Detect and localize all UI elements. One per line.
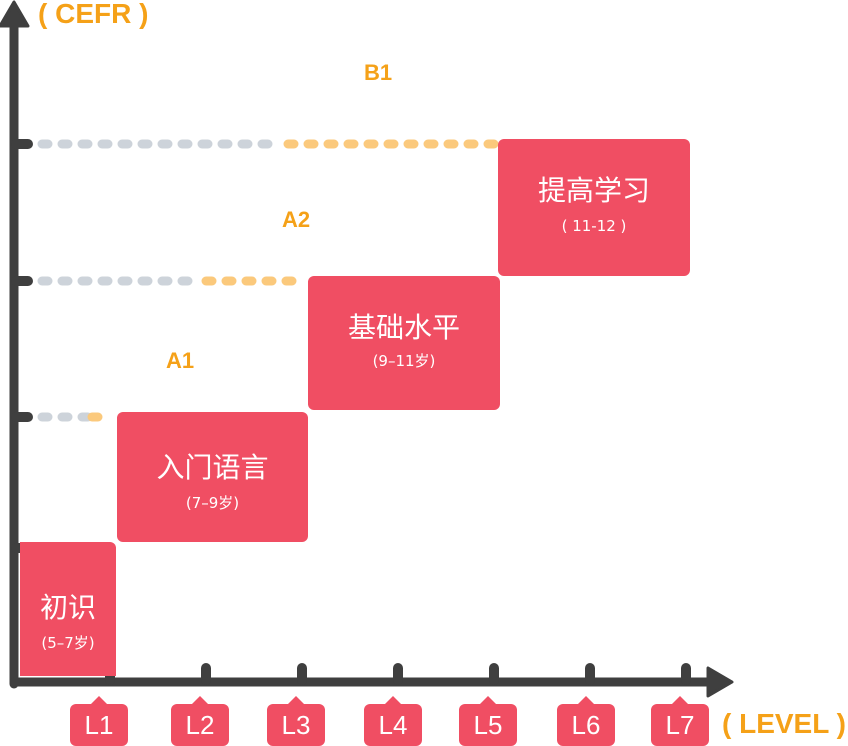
cefr-label-a1: A1 — [166, 348, 194, 373]
level-badge-l4: L4 — [364, 696, 422, 746]
level-badge-l3: L3 — [267, 696, 325, 746]
level-badge-l5: L5 — [459, 696, 517, 746]
level-badge-l6: L6 — [557, 696, 615, 746]
stage-card-1: 初识 (5–7岁) — [20, 542, 116, 676]
x-axis — [9, 663, 734, 698]
y-axis-title: ( CEFR ) — [38, 0, 149, 29]
stage-ages: (9–11岁) — [372, 352, 436, 370]
cefr-label-b1: B1 — [364, 60, 392, 85]
stage-ages: (5–7岁) — [41, 634, 95, 652]
stage-title: 基础水平 — [347, 311, 460, 344]
cefr-label-a2: A2 — [282, 207, 310, 232]
stage-card-2: 入门语言 (7–9岁) — [117, 412, 308, 542]
stage-card-3: 基础水平 (9–11岁) — [308, 276, 500, 410]
x-axis-title: ( LEVEL ) — [722, 708, 846, 739]
level-badge-l1: L1 — [70, 696, 128, 746]
stage-card-4: 提高学习 ( 11-12 ) — [498, 139, 690, 276]
level-badge-l7: L7 — [651, 696, 709, 746]
stage-ages: (7–9岁) — [185, 494, 240, 512]
stage-title: 入门语言 — [156, 451, 269, 484]
stage-title: 提高学习 — [537, 174, 650, 207]
level-badge-l2: L2 — [171, 696, 229, 746]
stage-ages: ( 11-12 ) — [561, 217, 627, 235]
stage-title: 初识 — [39, 591, 96, 624]
